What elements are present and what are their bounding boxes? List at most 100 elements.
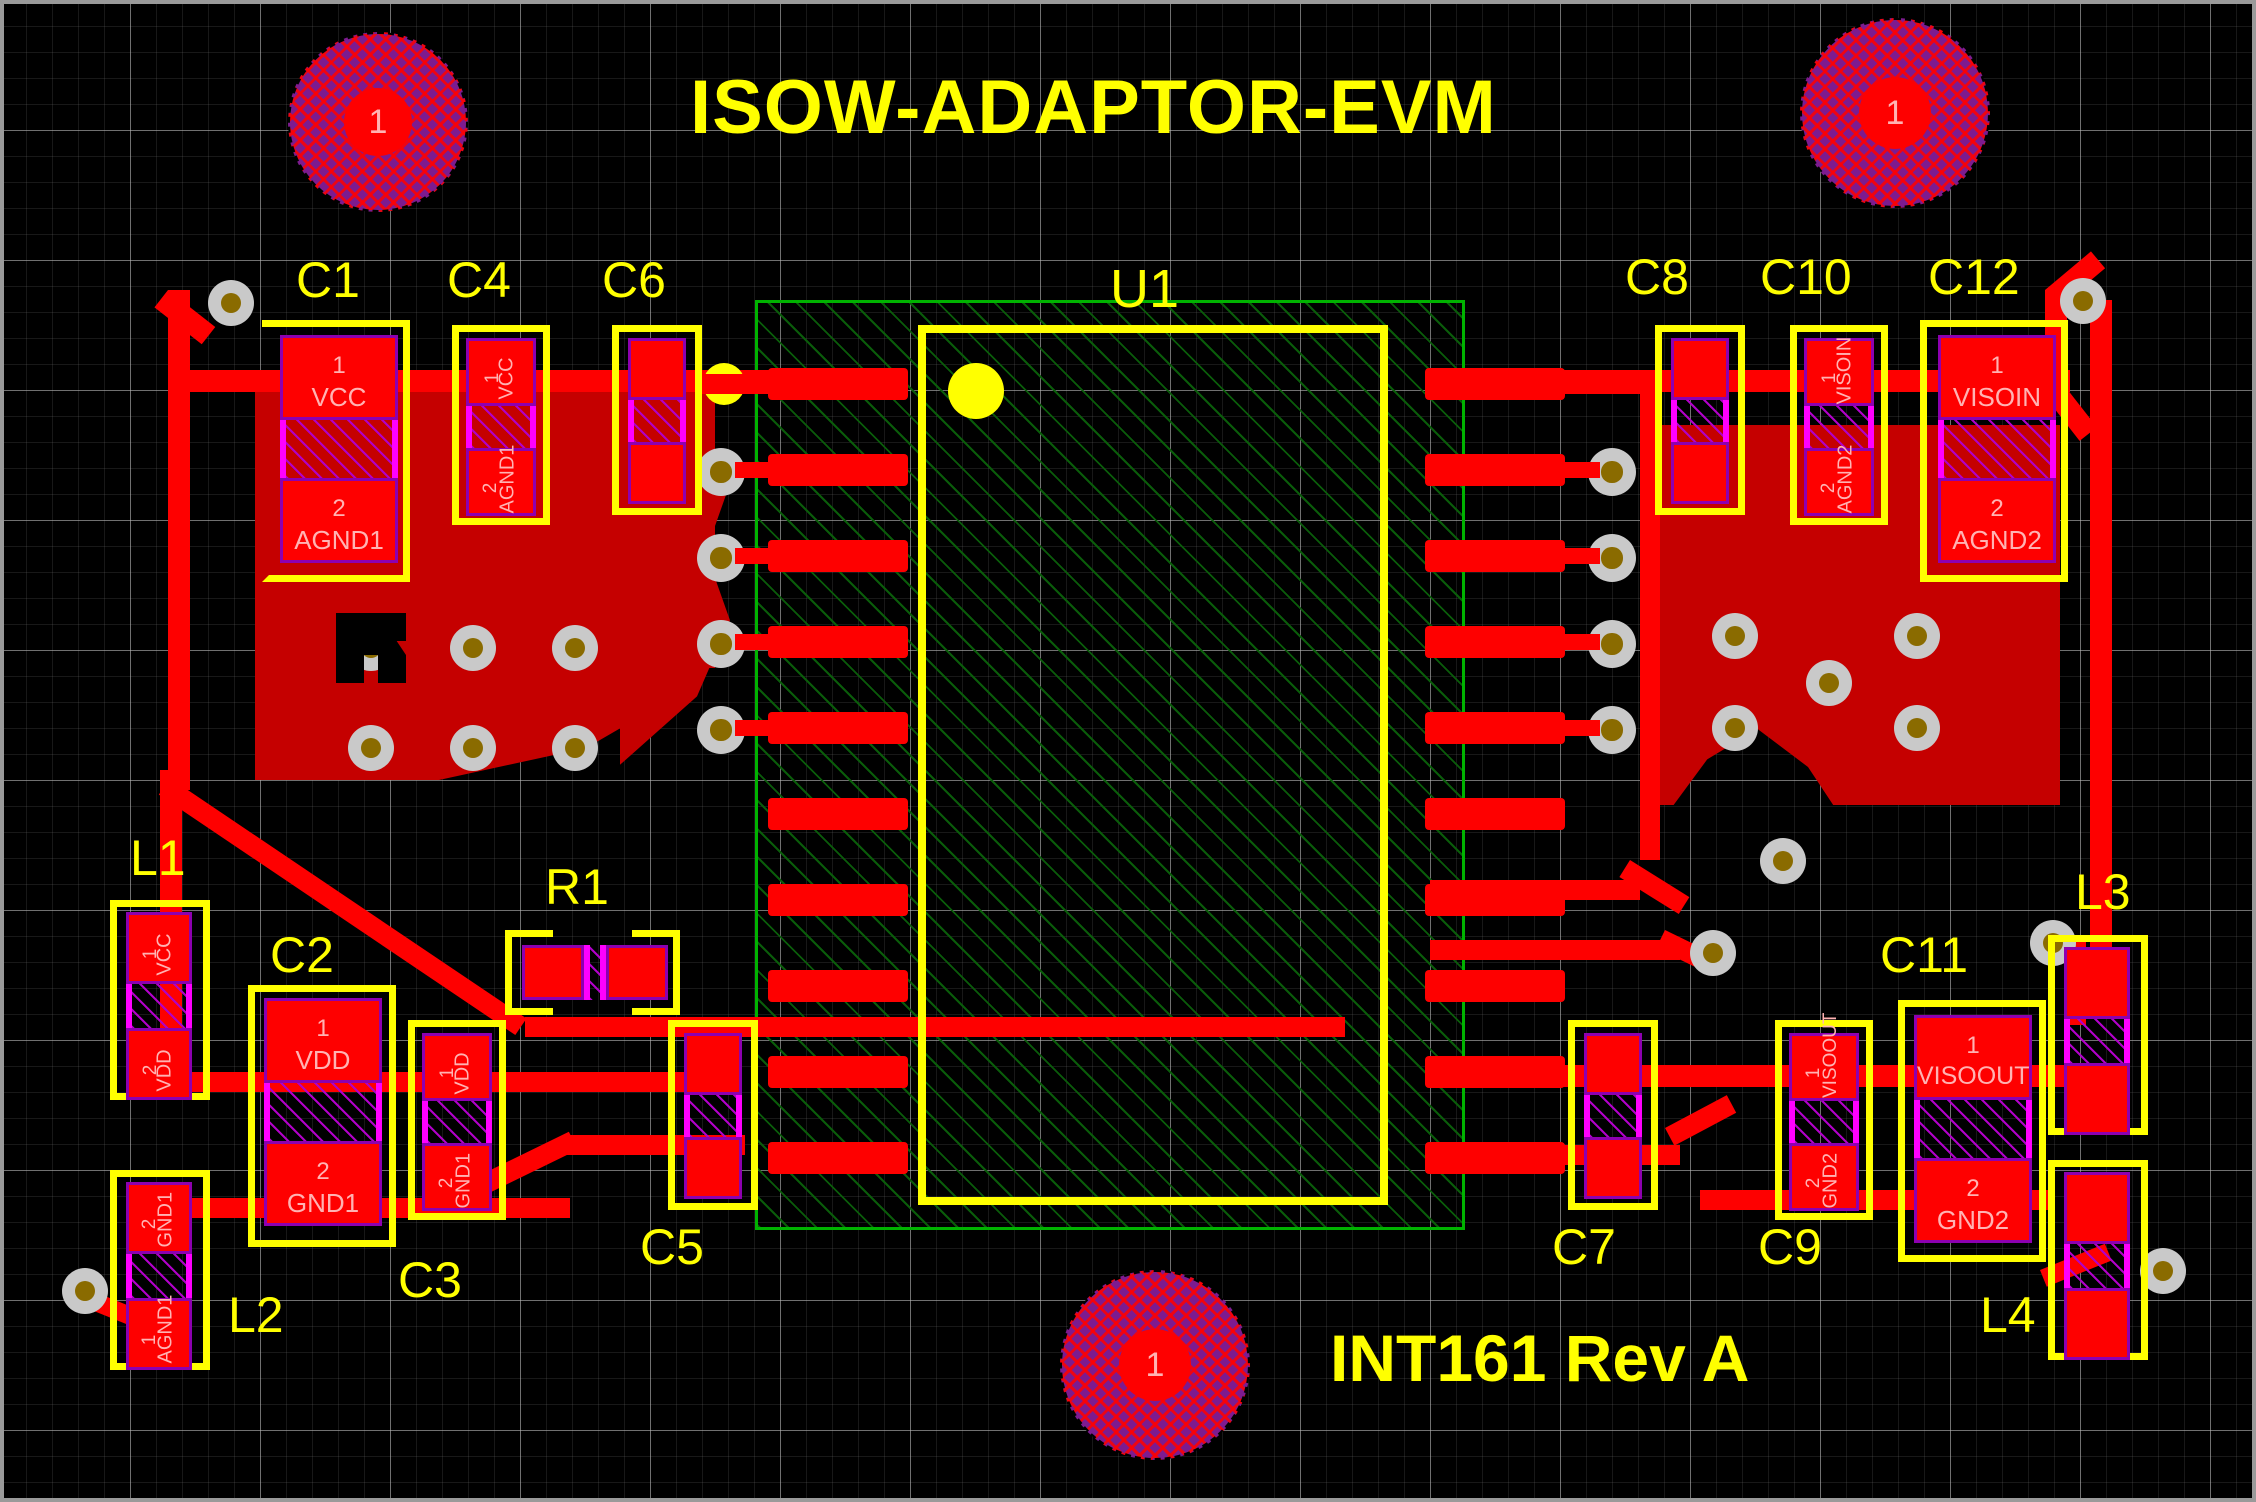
- designator-c7: C7: [1552, 1219, 1616, 1275]
- designator-c10: C10: [1760, 249, 1852, 305]
- trace: [1555, 374, 1645, 394]
- designator-c8: C8: [1625, 249, 1689, 305]
- via: [208, 280, 254, 326]
- thermal-via: [348, 725, 394, 771]
- pad-l3-2[interactable]: [2064, 1063, 2130, 1135]
- ic-pin-pad: [1425, 540, 1565, 572]
- silk-outline-c5: [668, 1020, 758, 1210]
- via: [1690, 930, 1736, 976]
- silk-bar: [505, 930, 553, 937]
- designator-l4: L4: [1980, 1287, 2036, 1343]
- mounting-hole-top-left[interactable]: 1: [288, 32, 468, 212]
- designator-c1: C1: [296, 252, 360, 308]
- ic-pin-pad: [1425, 368, 1565, 400]
- ic-pin-pad: [768, 368, 908, 400]
- designator-c12: C12: [1928, 249, 2020, 305]
- pad-c4-1[interactable]: 1 VCC: [466, 338, 536, 406]
- component-body-c7: [1584, 1095, 1642, 1137]
- designator-l1: L1: [130, 830, 186, 886]
- silk-outline-c11: [1898, 1000, 2046, 1262]
- silk-outline-c4: [452, 325, 550, 525]
- ic-pin-pad: [1425, 884, 1565, 916]
- component-body-c6: [628, 400, 686, 442]
- designator-c3: C3: [398, 1252, 462, 1308]
- pad-l2-1[interactable]: 1 AGND1: [126, 1295, 192, 1370]
- trace: [1550, 634, 1600, 650]
- via: [2060, 278, 2106, 324]
- pad-c8-2[interactable]: [1671, 442, 1729, 504]
- ic-pin-pad: [1425, 798, 1565, 830]
- pad-c10-1[interactable]: 1 VISOIN: [1804, 337, 1874, 406]
- silk-outline-r1: [505, 930, 680, 1015]
- ic-pin-pad: [1425, 970, 1565, 1002]
- ic-pin-pad: [1425, 454, 1565, 486]
- ic-pin-pad: [768, 1056, 908, 1088]
- designator-c4: C4: [447, 252, 511, 308]
- trace: [735, 634, 785, 650]
- ic-pin-pad: [1425, 626, 1565, 658]
- pad-c6-1[interactable]: [628, 338, 686, 400]
- pad-l1-1[interactable]: 1 VCC: [126, 912, 192, 984]
- mounting-hole-label: 1: [1885, 93, 1905, 132]
- ic-pin-pad: [768, 798, 908, 830]
- pad-c3-1[interactable]: 1 VDD: [422, 1033, 492, 1101]
- thermal-via: [1806, 660, 1852, 706]
- component-body-c2: [264, 1083, 382, 1141]
- component-body-c12: [1938, 420, 2056, 478]
- designator-c11: C11: [1880, 927, 1969, 983]
- designator-r1: R1: [545, 859, 609, 915]
- trace: [168, 290, 190, 790]
- thermal-via: [450, 725, 496, 771]
- silk-outline-c2: [248, 985, 396, 1247]
- ic-pin-pad: [768, 884, 908, 916]
- mounting-hole-pad: 1: [1119, 1329, 1191, 1401]
- pad-c8-1[interactable]: [1671, 338, 1729, 400]
- pad-l4-1[interactable]: [2064, 1172, 2130, 1244]
- thermal-via: [1712, 705, 1758, 751]
- designator-c5: C5: [640, 1219, 704, 1275]
- mounting-hole-top-right[interactable]: 1: [1800, 18, 1990, 208]
- ic-pin-pad: [768, 626, 908, 658]
- pad-c9-2[interactable]: 2 GND2: [1789, 1143, 1859, 1211]
- ic-pin-pad: [768, 454, 908, 486]
- pad-c5-2[interactable]: [684, 1137, 742, 1199]
- silk-outline-c6: [612, 325, 702, 515]
- pad-c7-1[interactable]: [1584, 1033, 1642, 1095]
- pad-c6-2[interactable]: [628, 442, 686, 504]
- pad-c3-2[interactable]: 2 GND1: [422, 1143, 492, 1211]
- ic-pin-pad: [768, 540, 908, 572]
- pad-r1-1[interactable]: [522, 945, 584, 1000]
- silk-outline-c12: [1920, 320, 2068, 582]
- mounting-hole-bottom[interactable]: 1: [1060, 1270, 1250, 1460]
- ic-pin-pad: [1425, 1142, 1565, 1174]
- component-body-l3: [2064, 1019, 2130, 1063]
- ic-pin1-marker-dot: [948, 363, 1004, 419]
- silk-bar: [632, 930, 680, 937]
- designator-l3: L3: [2075, 864, 2131, 920]
- trace: [2090, 300, 2112, 960]
- pad-c4-2[interactable]: 2 AGND1: [466, 445, 536, 516]
- mounting-hole-label: 1: [368, 102, 388, 141]
- via: [62, 1268, 108, 1314]
- pad-l1-2[interactable]: 2 VDD: [126, 1028, 192, 1100]
- designator-c9: C9: [1758, 1219, 1822, 1275]
- pad-l2-2[interactable]: 2 GND1: [126, 1182, 192, 1254]
- trace: [1550, 548, 1600, 564]
- component-body-c5: [684, 1095, 742, 1137]
- pad-c9-1[interactable]: 1 VISOOUT: [1789, 1012, 1859, 1101]
- pad-c10-2[interactable]: 2 AGND2: [1804, 445, 1874, 516]
- silk-bar: [262, 320, 410, 327]
- pad-l4-2[interactable]: [2064, 1288, 2130, 1360]
- silk-bar: [505, 1008, 553, 1015]
- component-body-c11: [1914, 1100, 2032, 1158]
- mounting-hole-pad: 1: [1859, 77, 1931, 149]
- ic-body-u1[interactable]: [918, 325, 1388, 1205]
- pad-c5-1[interactable]: [684, 1033, 742, 1095]
- thermal-via: [1712, 613, 1758, 659]
- pad-r1-2[interactable]: [606, 945, 668, 1000]
- pad-c7-2[interactable]: [1584, 1137, 1642, 1199]
- board-revision: INT161 Rev A: [1330, 1321, 1750, 1395]
- pad-l3-1[interactable]: [2064, 947, 2130, 1019]
